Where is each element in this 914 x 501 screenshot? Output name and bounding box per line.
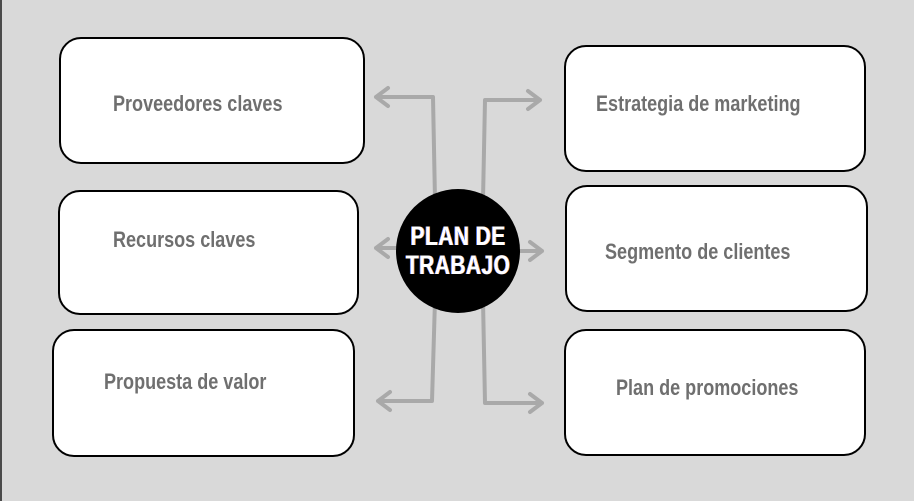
box-label: Estrategia de marketing	[596, 91, 801, 116]
arrow-to-promociones	[481, 298, 544, 414]
box-label: Proveedores claves	[113, 91, 283, 116]
box-label: Propuesta de valor	[104, 369, 267, 394]
box-label: Segmento de clientes	[605, 239, 791, 264]
arrow-to-estrategia	[481, 89, 542, 202]
arrow-to-proveedores	[374, 86, 437, 202]
box-estrategia-de-marketing: Estrategia de marketing	[564, 45, 866, 172]
center-title-line2: TRABAJO	[405, 250, 511, 280]
arrow-to-segmento	[516, 240, 544, 262]
arrow-to-propuesta	[376, 298, 437, 412]
center-node: PLAN DE TRABAJO	[396, 189, 520, 313]
box-proveedores-claves: Proveedores claves	[59, 37, 365, 164]
box-recursos-claves: Recursos claves	[58, 190, 359, 315]
box-label: Recursos claves	[113, 227, 256, 252]
box-propuesta-de-valor: Propuesta de valor	[52, 329, 355, 457]
box-label: Plan de promociones	[616, 375, 799, 400]
left-edge-divider	[0, 0, 2, 501]
box-segmento-de-clientes: Segmento de clientes	[565, 185, 868, 312]
box-plan-de-promociones: Plan de promociones	[564, 329, 866, 456]
center-title-line1: PLAN DE	[410, 221, 506, 251]
